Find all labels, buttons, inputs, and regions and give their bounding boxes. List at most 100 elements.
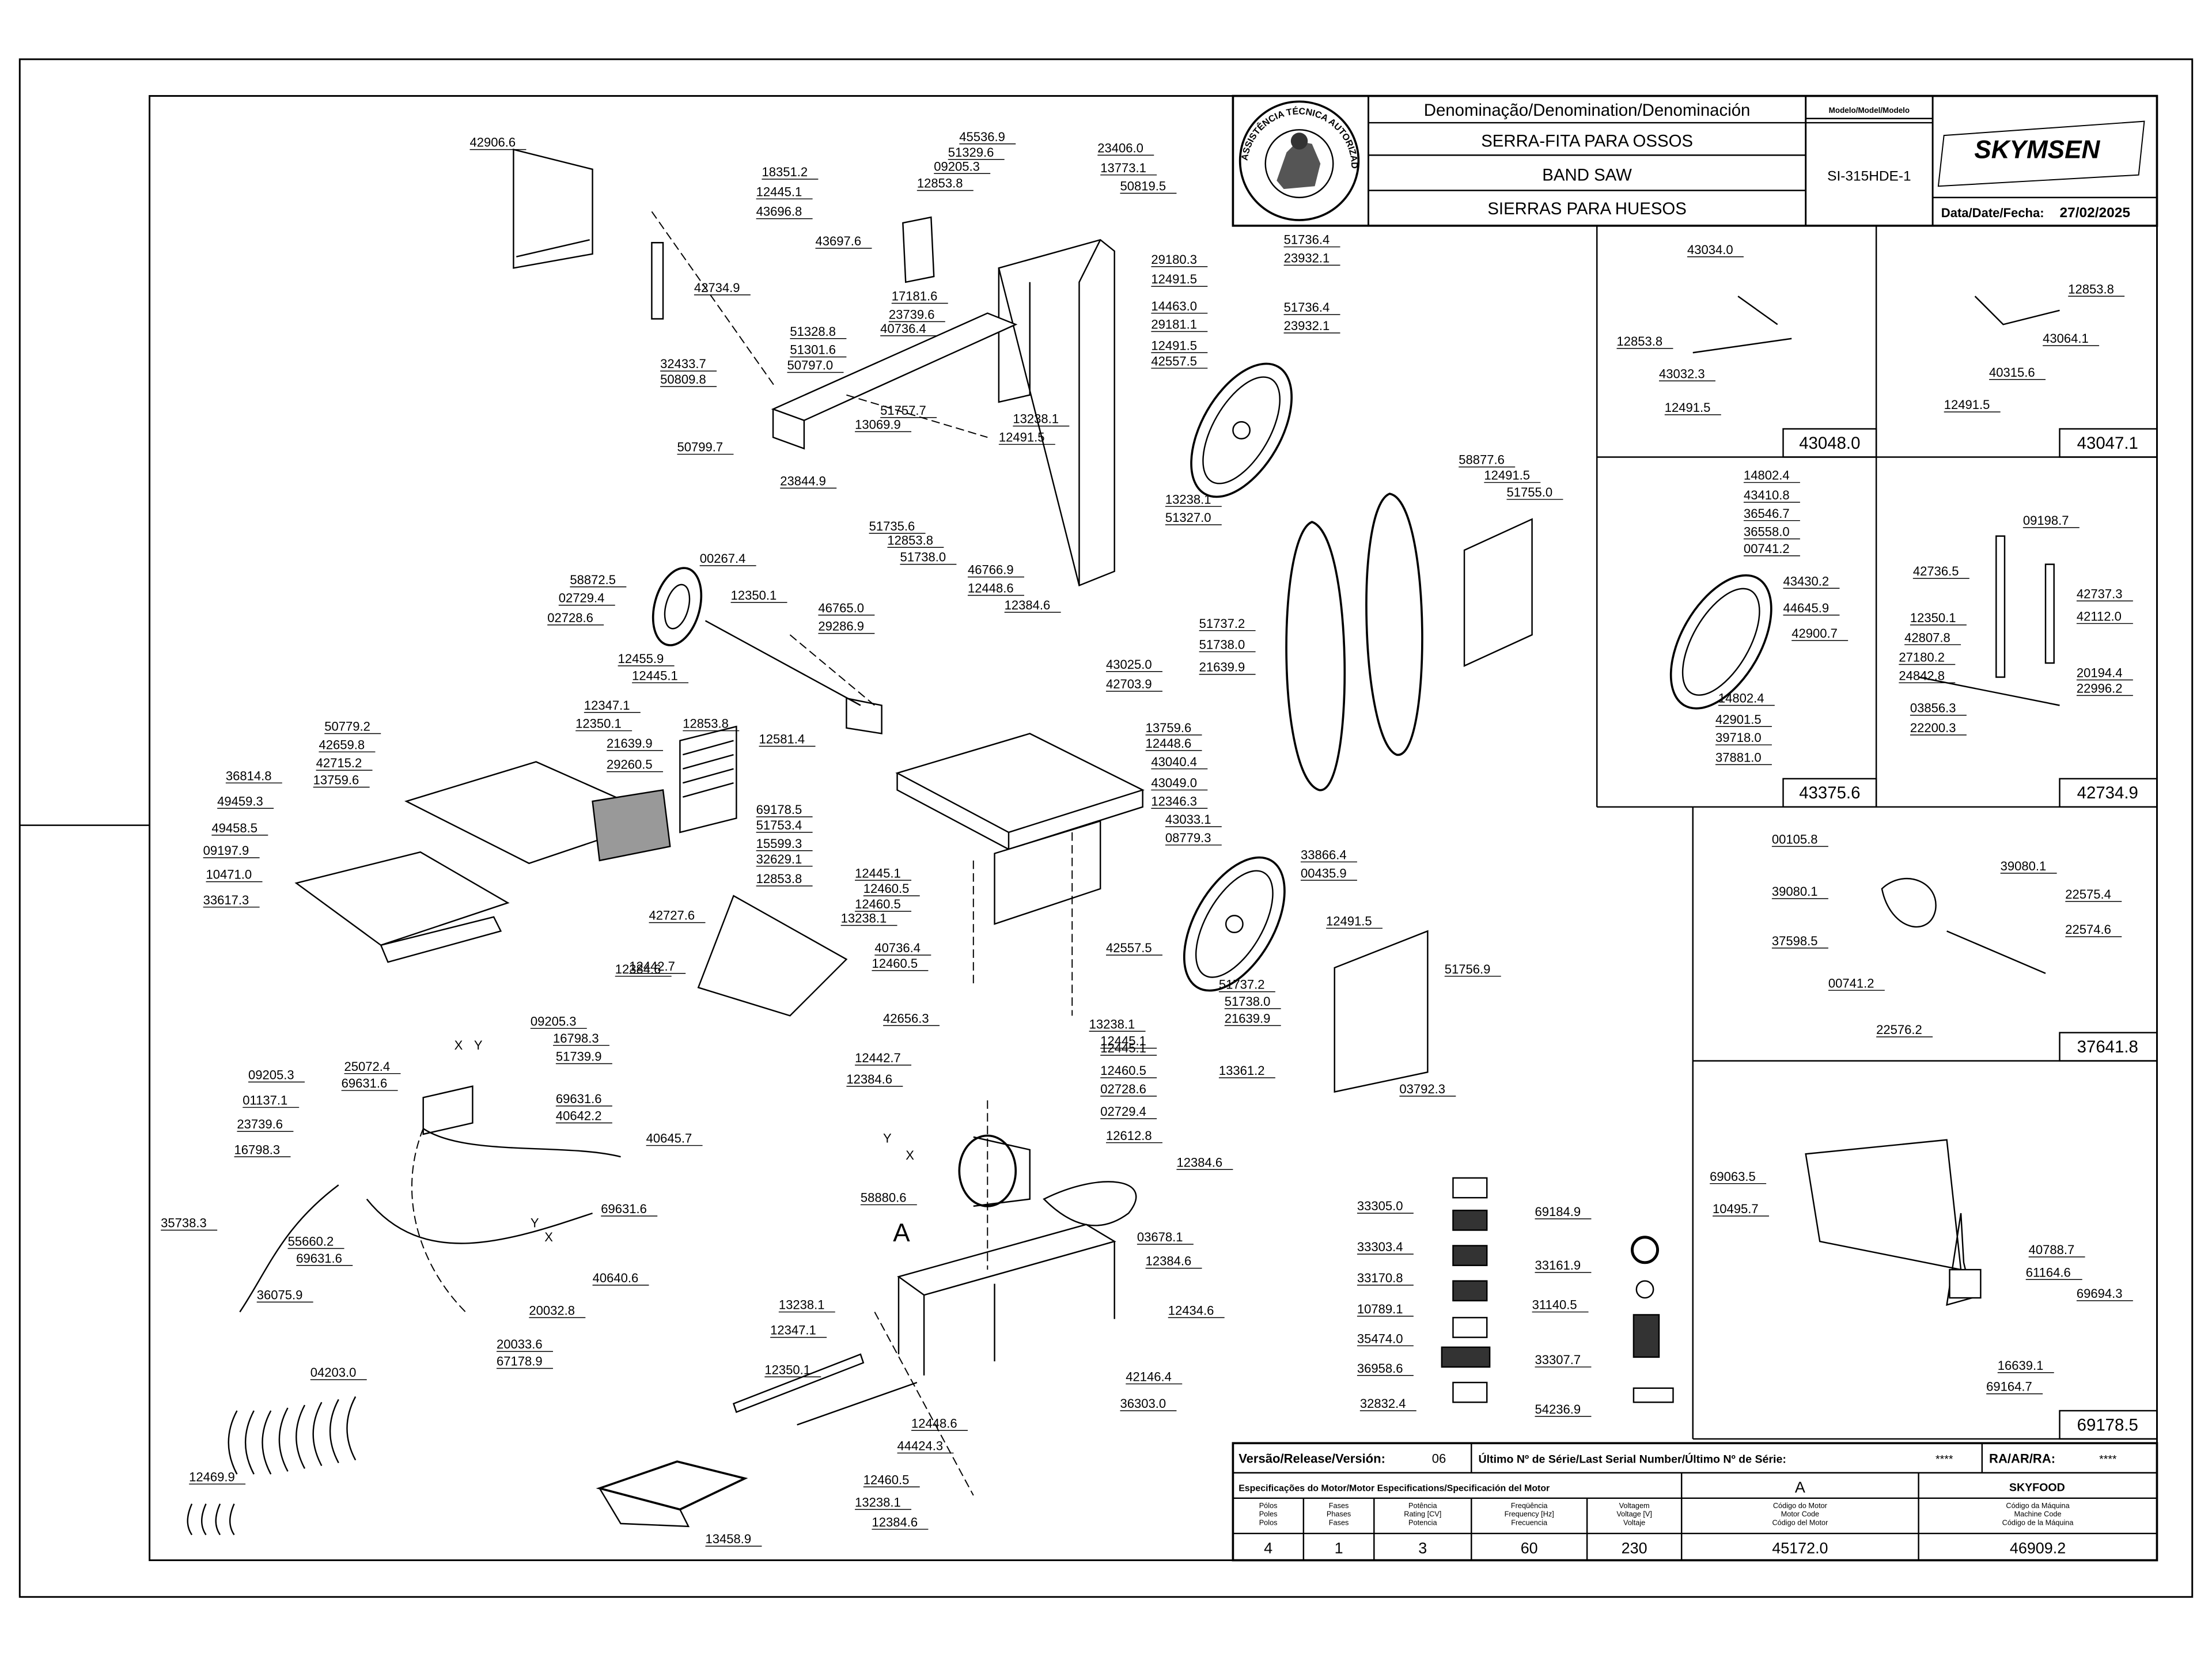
part-number-label: 58872.5	[570, 573, 616, 587]
part-number-label: 21639.9	[607, 736, 653, 751]
wire-marker: X	[454, 1038, 463, 1052]
part-number-label: 42727.6	[649, 908, 695, 923]
wire-marker: Y	[531, 1216, 539, 1230]
motor-spec-header: Phases	[1327, 1510, 1351, 1518]
part-number-label: 12491.5	[1484, 468, 1530, 483]
part-number-label: 51756.9	[1445, 962, 1491, 976]
motor-spec-header: Rating [CV]	[1404, 1510, 1441, 1518]
subassembly-part-label: 42737.3	[2077, 586, 2123, 601]
subassembly-part-label: 03856.3	[1910, 701, 1956, 715]
part-number-label: 36303.0	[1120, 1396, 1166, 1411]
part-number-label: 23406.0	[1097, 141, 1143, 155]
part-number-label: 55660.2	[288, 1234, 334, 1248]
part-number-label: 12491.5	[1151, 272, 1197, 286]
part-number-label: 12445.1	[1100, 1034, 1146, 1048]
motor-spec-header: Pólos	[1259, 1501, 1278, 1510]
part-number-label: 40736.4	[874, 941, 921, 955]
part-number-label: 13238.1	[855, 1495, 901, 1510]
part-number-label: 51301.6	[790, 343, 836, 357]
subassembly-part-label: 22575.4	[2065, 887, 2111, 902]
part-number-label: 42734.9	[694, 281, 740, 295]
part-number-label: 50797.0	[787, 358, 834, 373]
subassembly-part-label: 12853.8	[2068, 282, 2114, 296]
subassembly-part-label: 69694.3	[2077, 1286, 2123, 1301]
part-number-label: 49458.5	[211, 821, 257, 835]
part-number-label: 13759.6	[313, 773, 359, 787]
part-number-label: 12853.8	[683, 717, 729, 731]
part-number-label: 58880.6	[861, 1191, 907, 1205]
subassembly-part-label: 40788.7	[2029, 1243, 2075, 1257]
subassembly-part-label: 69063.5	[1710, 1169, 1756, 1184]
part-number-label: 42703.9	[1106, 677, 1152, 691]
part-number-label: 21639.9	[1225, 1012, 1271, 1026]
part-number-label: 15599.3	[756, 836, 802, 851]
part-number-label: 42715.2	[316, 756, 362, 770]
ra-value: ****	[2099, 1453, 2117, 1466]
part-number-label: 42146.4	[1126, 1370, 1172, 1384]
part-number-label: 29260.5	[607, 757, 653, 772]
part-number-label: 35738.3	[161, 1216, 207, 1230]
part-number-label: 12853.8	[756, 872, 802, 886]
part-number-label: 12581.4	[759, 732, 805, 747]
motor-spec-value: 60	[1521, 1539, 1538, 1556]
part-number-label: 09205.3	[531, 1014, 577, 1028]
title-block	[1232, 94, 2158, 227]
part-number-label: 33617.3	[203, 893, 249, 907]
part-number-label: 12448.6	[968, 581, 1014, 596]
part-number-label: 12853.8	[917, 176, 963, 191]
part-number-label: 51738.0	[1225, 994, 1271, 1009]
subassembly-part-label: 42112.0	[2077, 609, 2122, 624]
subassembly-part-label: 43032.3	[1659, 366, 1705, 381]
motor-spec-header: Fases	[1329, 1501, 1349, 1510]
motor-spec-header: Potência	[1408, 1501, 1437, 1510]
part-number-label: 13458.9	[705, 1532, 751, 1546]
subassembly-part-label: 42736.5	[1913, 564, 1959, 578]
part-number-label: 12384.6	[846, 1072, 892, 1086]
part-number-label: 51736.4	[1284, 300, 1330, 315]
part-number-label: 42557.5	[1106, 941, 1152, 955]
motor-spec-header: Código del Motor	[1772, 1518, 1828, 1527]
part-number-label: 12442.7	[855, 1051, 901, 1065]
part-number-label: 00435.9	[1301, 866, 1347, 880]
part-number-label: 12346.3	[1151, 794, 1197, 808]
subassembly-part-label: 40315.6	[1989, 365, 2035, 380]
part-number-label: 36958.6	[1357, 1361, 1403, 1376]
part-number-label: 50799.7	[677, 440, 724, 454]
motor-spec-header: Voltagem	[1619, 1501, 1650, 1510]
part-number-label: 12384.6	[1146, 1254, 1192, 1268]
motor-spec-value: 3	[1418, 1539, 1427, 1556]
part-number-label: 14463.0	[1151, 299, 1197, 313]
part-number-label: 12448.6	[1146, 736, 1192, 751]
subassembly-part-label: 22996.2	[2077, 681, 2123, 695]
motor-spec-header: Potencia	[1408, 1518, 1437, 1527]
subassembly-part-label: 22574.6	[2065, 922, 2111, 937]
part-number-label: 46765.0	[818, 601, 864, 615]
subassembly-part-label: 36558.0	[1744, 525, 1790, 539]
title-text: Denominação/Denomination/Denominación Mo…	[1424, 101, 2130, 221]
part-number-label: 45536.9	[959, 130, 1005, 144]
part-number-label: 12460.5	[863, 1472, 910, 1487]
subassembly-frames	[1596, 225, 2158, 1440]
part-number-label: 33305.0	[1357, 1199, 1403, 1213]
part-number-label: 44424.3	[897, 1439, 944, 1453]
part-number-label: 12455.9	[618, 652, 664, 666]
release-block	[1232, 1442, 2158, 1562]
part-number-label: 03792.3	[1399, 1082, 1445, 1096]
part-number-label: 12460.5	[855, 897, 901, 911]
subassembly-part-label: 14802.4	[1718, 691, 1764, 706]
motor-spec-header: Fases	[1329, 1518, 1349, 1527]
subassembly-labels: 43034.012853.843032.312491.512853.843064…	[1617, 243, 2133, 1395]
part-number-label: 51328.8	[790, 324, 836, 339]
part-number-label: 43697.6	[816, 234, 862, 248]
product-name-en: BAND SAW	[1542, 165, 1632, 184]
part-number-label: 13361.2	[1219, 1063, 1265, 1078]
part-number-label: 12445.1	[632, 668, 678, 683]
part-number-label: 20032.8	[529, 1303, 575, 1317]
part-number-label: 33303.4	[1357, 1240, 1403, 1254]
subassembly-part-label: 39718.0	[1715, 730, 1762, 745]
denomination-header: Denominação/Denomination/Denominación	[1424, 101, 1751, 120]
subassembly-part-label: 12853.8	[1617, 334, 1663, 349]
wire-marker: Y	[883, 1131, 892, 1146]
motor-spec-value: 4	[1264, 1539, 1272, 1556]
